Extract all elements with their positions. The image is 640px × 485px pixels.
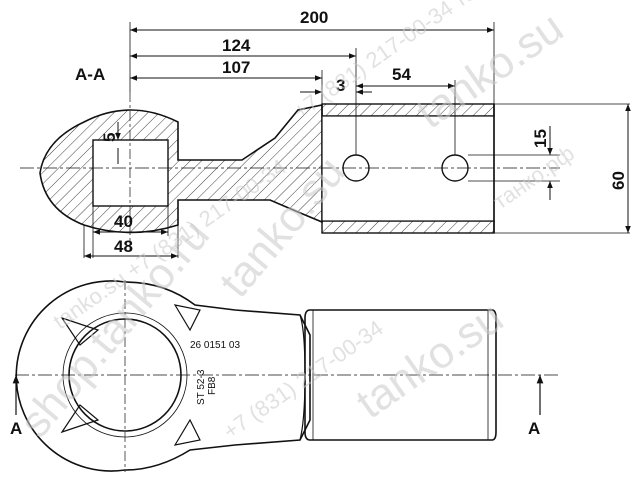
- section-marker-right: A: [528, 419, 540, 438]
- dim-3-text: 3: [336, 76, 345, 95]
- section-label: A-A: [75, 65, 105, 84]
- tube-body: [304, 309, 497, 441]
- eye-notch-right: [173, 304, 201, 332]
- dim-124-text: 124: [222, 36, 251, 55]
- section-view: 200 124 107 3 54 15 60 5 40 48 A-A: [20, 8, 631, 259]
- part-number: 26 0151 03: [190, 340, 240, 351]
- eye-bore: [92, 139, 169, 207]
- watermark-big-4: tanko.su: [348, 293, 512, 429]
- watermark-small-2: танко.рф: [489, 140, 579, 214]
- section-marker-left: A: [10, 419, 22, 438]
- eye-outer-contour: [15, 280, 311, 472]
- dim-15-text: 15: [531, 129, 550, 148]
- dim-5-text: 5: [100, 133, 119, 142]
- eye-notch-top: [60, 316, 100, 346]
- dim-48-text: 48: [114, 237, 133, 256]
- elevation-view: A A 26 0151 03 ST 52-3 FB8: [10, 280, 560, 472]
- dim-60-text: 60: [609, 171, 628, 190]
- dim-54-text: 54: [392, 65, 411, 84]
- tube-wall-bottom: [321, 220, 495, 234]
- eye-notch-bottom: [60, 404, 100, 434]
- dim-107-text: 107: [222, 58, 250, 77]
- code-marking: FB8: [207, 376, 218, 395]
- standard-marking: ST 52-3: [196, 369, 207, 405]
- dim-200-text: 200: [300, 8, 328, 27]
- dim-40-text: 40: [114, 212, 133, 231]
